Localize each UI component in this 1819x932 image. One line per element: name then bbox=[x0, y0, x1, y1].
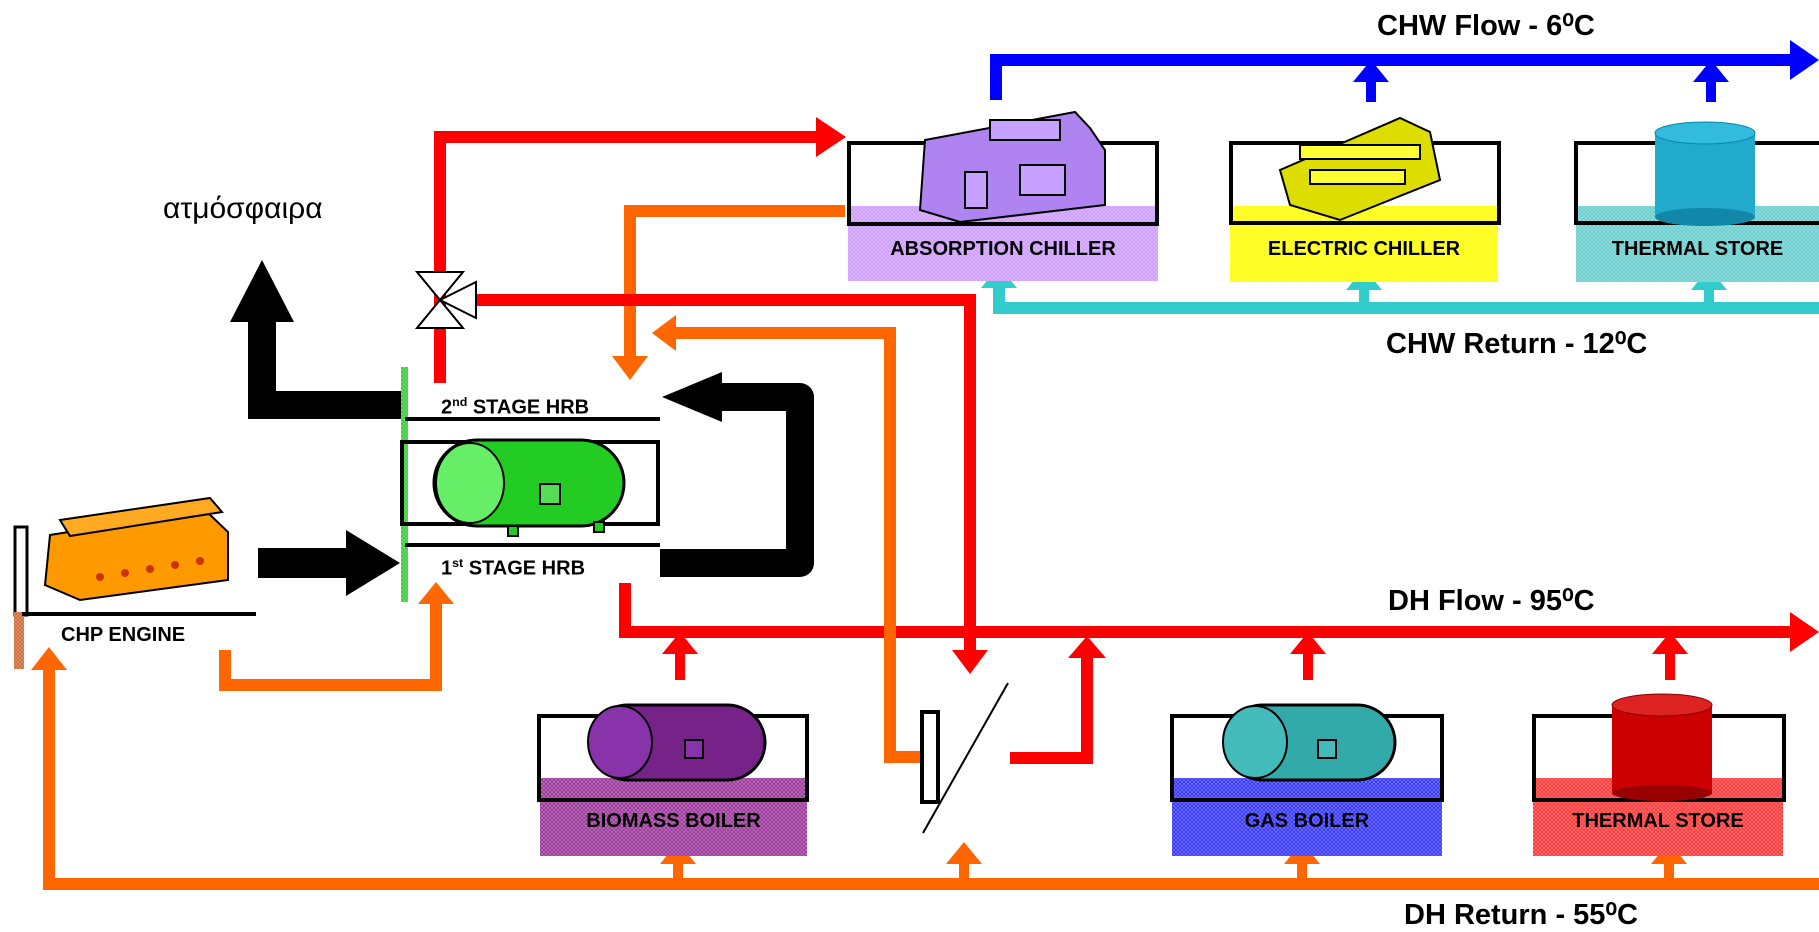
gas-boiler-label: GAS BOILER bbox=[1244, 809, 1370, 832]
bypass-diverter bbox=[920, 682, 1009, 834]
three-way-valve-icon bbox=[414, 271, 477, 329]
absorption-chiller-icon bbox=[918, 110, 1106, 224]
biomass-boiler bbox=[537, 703, 809, 856]
dh-cylinder-tank-icon bbox=[1611, 693, 1713, 801]
heat-recovery-boiler bbox=[400, 367, 660, 602]
gas-boiler-icon bbox=[1222, 703, 1397, 782]
chp-engine bbox=[13, 496, 256, 669]
gas-boiler bbox=[1170, 703, 1444, 856]
absorption-chiller-label: ABSORPTION CHILLER bbox=[890, 237, 1116, 260]
biomass-boiler-icon bbox=[587, 703, 767, 782]
chw-flow-line bbox=[990, 40, 1819, 102]
engine-icon bbox=[43, 496, 229, 602]
electric-chiller-icon bbox=[1278, 116, 1442, 222]
chw-return-label: CHW Return - 12⁰C bbox=[1386, 328, 1648, 360]
biomass-boiler-label: BIOMASS BOILER bbox=[586, 809, 761, 832]
thermal-store-dh-label: THERMAL STORE bbox=[1572, 809, 1744, 832]
thermal-store-chw bbox=[1574, 121, 1819, 282]
chp-engine-label: CHP ENGINE bbox=[61, 624, 186, 646]
exhaust-gas-path bbox=[230, 260, 814, 596]
thermal-store-dh bbox=[1532, 693, 1786, 856]
atmosphere-label: ατμόσφαιρα bbox=[163, 192, 323, 225]
hrb-vessel-icon bbox=[432, 438, 626, 537]
chw-flow-label: CHW Flow - 6⁰C bbox=[1377, 10, 1595, 42]
electric-chiller-label: ELECTRIC CHILLER bbox=[1267, 237, 1461, 260]
cylinder-tank-icon bbox=[1654, 121, 1756, 226]
thermal-store-chw-label: THERMAL STORE bbox=[1611, 237, 1784, 260]
dh-return-line bbox=[31, 205, 1819, 890]
dh-flow-label: DH Flow - 95⁰C bbox=[1388, 585, 1595, 617]
electric-chiller bbox=[1229, 116, 1501, 282]
dh-flow-line bbox=[619, 583, 1819, 764]
hrb-1st-stage-label: 1st STAGE HRB bbox=[441, 556, 586, 580]
absorption-chiller bbox=[847, 110, 1159, 281]
dh-return-label: DH Return - 55⁰C bbox=[1404, 899, 1638, 931]
hrb-2nd-stage-label: 2nd STAGE HRB bbox=[441, 395, 590, 419]
